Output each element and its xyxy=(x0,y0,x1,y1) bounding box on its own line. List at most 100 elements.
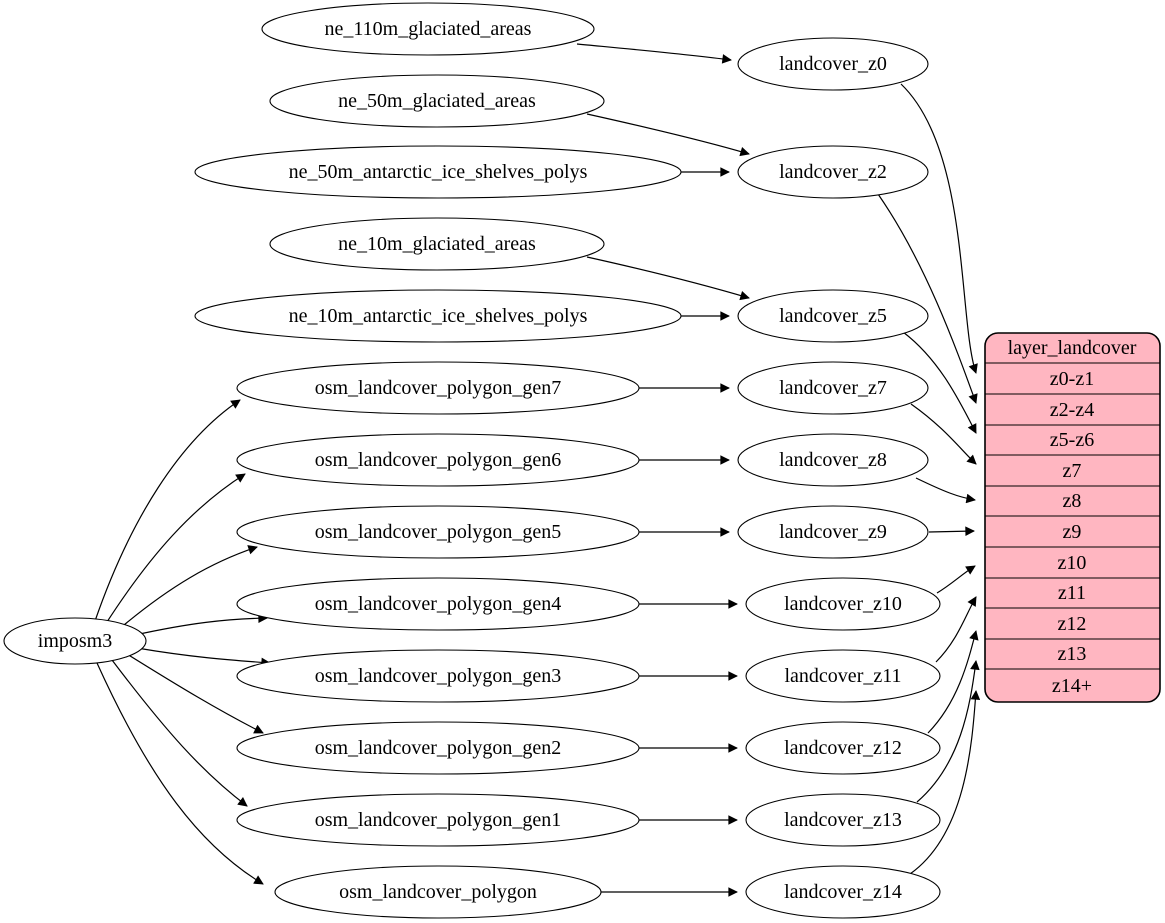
edge-imposm3-gen5 xyxy=(117,545,258,631)
node-ne-10m-glaciated-areas: ne_10m_glaciated_areas xyxy=(269,217,605,271)
edge-z5-row xyxy=(902,331,977,434)
ne-50m-glaciated-areas-label: ne_50m_glaciated_areas xyxy=(338,90,536,112)
edge-z12-row xyxy=(927,630,979,734)
record-title: layer_landcover xyxy=(1008,337,1137,359)
landcover-z10-ellipse xyxy=(745,577,941,631)
edge-imposm3-gen7 xyxy=(94,399,241,622)
landcover-z14-ellipse xyxy=(745,865,941,919)
landcover-z2-ellipse xyxy=(737,145,929,199)
ne-10m-glaciated-areas-label: ne_10m_glaciated_areas xyxy=(338,233,536,255)
node-osm-landcover-polygon-gen7: osm_landcover_polygon_gen7 xyxy=(236,361,640,415)
osm-landcover-polygon-gen6-ellipse xyxy=(236,433,640,487)
edge-imposm3-gen6 xyxy=(104,473,246,626)
ne-50m-antarctic-ice-shelves-polys-ellipse xyxy=(194,145,682,199)
edge-z14-row xyxy=(909,690,981,875)
landcover-z13-ellipse xyxy=(745,793,941,847)
node-ne-50m-glaciated-areas: ne_50m_glaciated_areas xyxy=(269,74,605,128)
landcover-z9-ellipse xyxy=(737,505,929,559)
landcover-z10-label: landcover_z10 xyxy=(784,593,902,615)
osm-landcover-polygon-gen2-label: osm_landcover_polygon_gen2 xyxy=(315,737,562,759)
edge-z9-row xyxy=(928,526,975,536)
osm-landcover-polygon-gen1-label: osm_landcover_polygon_gen1 xyxy=(315,809,562,831)
node-imposm3: imposm3 xyxy=(3,617,147,665)
landcover-z9-label: landcover_z9 xyxy=(779,521,887,543)
landcover-z12-label: landcover_z12 xyxy=(784,737,902,759)
record-row-z14plus: z14+ xyxy=(1052,675,1092,697)
osm-landcover-polygon-gen4-label: osm_landcover_polygon_gen4 xyxy=(315,593,562,615)
imposm3-label: imposm3 xyxy=(38,630,112,652)
landcover-z8-ellipse xyxy=(737,433,929,487)
osm-landcover-polygon-gen2-ellipse xyxy=(236,721,640,775)
ne-50m-antarctic-ice-shelves-polys-label: ne_50m_antarctic_ice_shelves_polys xyxy=(289,161,588,183)
landcover-z2-label: landcover_z2 xyxy=(779,161,887,183)
node-osm-landcover-polygon-gen5: osm_landcover_polygon_gen5 xyxy=(236,505,640,559)
record-row-z2-z4: z2-z4 xyxy=(1050,399,1094,421)
node-osm-landcover-polygon-gen4: osm_landcover_polygon_gen4 xyxy=(236,577,640,631)
landcover-z8-label: landcover_z8 xyxy=(779,449,887,471)
record-row-z7: z7 xyxy=(1063,460,1082,482)
landcover-z11-ellipse xyxy=(745,649,941,703)
record-row-z13: z13 xyxy=(1058,643,1087,665)
node-landcover-z0: landcover_z0 xyxy=(737,37,929,91)
node-landcover-z8: landcover_z8 xyxy=(737,433,929,487)
osm-landcover-polygon-gen1-ellipse xyxy=(236,793,640,847)
node-landcover-z2: landcover_z2 xyxy=(737,145,929,199)
landcover-z5-ellipse xyxy=(737,289,929,343)
ne-10m-antarctic-ice-shelves-polys-label: ne_10m_antarctic_ice_shelves_polys xyxy=(289,305,588,327)
edge-z11-row xyxy=(935,596,977,663)
landcover-z11-label: landcover_z11 xyxy=(785,665,902,687)
ne-50m-glaciated-areas-ellipse xyxy=(269,74,605,128)
edge-z0-row xyxy=(900,83,978,374)
node-landcover-z13: landcover_z13 xyxy=(745,793,941,847)
edge-z10-row xyxy=(936,565,976,594)
node-landcover-z7: landcover_z7 xyxy=(737,361,929,415)
node-osm-landcover-polygon-gen6: osm_landcover_polygon_gen6 xyxy=(236,433,640,487)
node-landcover-z10: landcover_z10 xyxy=(745,577,941,631)
edge-ne110m-z0 xyxy=(576,43,732,64)
node-osm-landcover-polygon-gen3: osm_landcover_polygon_gen3 xyxy=(236,649,640,703)
landcover-z5-label: landcover_z5 xyxy=(779,305,887,327)
edge-imposm3-gen3 xyxy=(136,647,271,668)
edge-ne10m-glaciated-z5 xyxy=(586,256,750,301)
osm-landcover-polygon-gen3-label: osm_landcover_polygon_gen3 xyxy=(315,665,562,687)
imposm3-ellipse xyxy=(3,617,147,665)
edge-z7-row xyxy=(910,403,977,465)
osm-landcover-polygon-gen5-ellipse xyxy=(236,505,640,559)
edge-imposm3-gen1 xyxy=(111,659,248,807)
node-landcover-z12: landcover_z12 xyxy=(745,721,941,775)
ne-10m-antarctic-ice-shelves-polys-ellipse xyxy=(194,289,682,343)
osm-landcover-polygon-label: osm_landcover_polygon xyxy=(339,881,537,903)
node-osm-landcover-polygon-gen1: osm_landcover_polygon_gen1 xyxy=(236,793,640,847)
record-row-z5-z6: z5-z6 xyxy=(1050,429,1094,451)
node-landcover-z14: landcover_z14 xyxy=(745,865,941,919)
osm-landcover-polygon-gen7-ellipse xyxy=(236,361,640,415)
node-landcover-z5: landcover_z5 xyxy=(737,289,929,343)
landcover-z14-label: landcover_z14 xyxy=(784,881,902,903)
edge-ne50m-glaciated-z2 xyxy=(586,113,750,157)
ne-110m-glaciated-areas-ellipse xyxy=(261,2,595,56)
osm-landcover-polygon-gen5-label: osm_landcover_polygon_gen5 xyxy=(315,521,562,543)
edge-imposm3-polygon xyxy=(96,662,264,885)
record-layer-landcover: layer_landcover z0-z1 z2-z4 z5-z6 z7 z8 … xyxy=(984,332,1161,703)
landcover-z0-ellipse xyxy=(737,37,929,91)
osm-landcover-polygon-ellipse xyxy=(274,865,602,919)
record-row-z9: z9 xyxy=(1063,521,1082,543)
node-ne-50m-antarctic-ice-shelves-polys: ne_50m_antarctic_ice_shelves_polys xyxy=(194,145,682,199)
node-landcover-z9: landcover_z9 xyxy=(737,505,929,559)
edge-z8-row xyxy=(915,477,976,504)
edge-z2-row xyxy=(877,193,978,404)
node-landcover-z11: landcover_z11 xyxy=(745,649,941,703)
edge-imposm3-gen2 xyxy=(126,653,264,734)
landcover-z7-label: landcover_z7 xyxy=(779,377,887,399)
osm-landcover-polygon-gen7-label: osm_landcover_polygon_gen7 xyxy=(315,377,562,399)
record-row-z12: z12 xyxy=(1058,613,1087,635)
landcover-z13-label: landcover_z13 xyxy=(784,809,902,831)
node-osm-landcover-polygon-gen2: osm_landcover_polygon_gen2 xyxy=(236,721,640,775)
ne-10m-glaciated-areas-ellipse xyxy=(269,217,605,271)
edge-z13-row xyxy=(916,660,980,803)
record-row-z8: z8 xyxy=(1063,490,1082,512)
landcover-z7-ellipse xyxy=(737,361,929,415)
osm-landcover-polygon-gen4-ellipse xyxy=(236,577,640,631)
edge-imposm3-gen4 xyxy=(134,613,268,636)
